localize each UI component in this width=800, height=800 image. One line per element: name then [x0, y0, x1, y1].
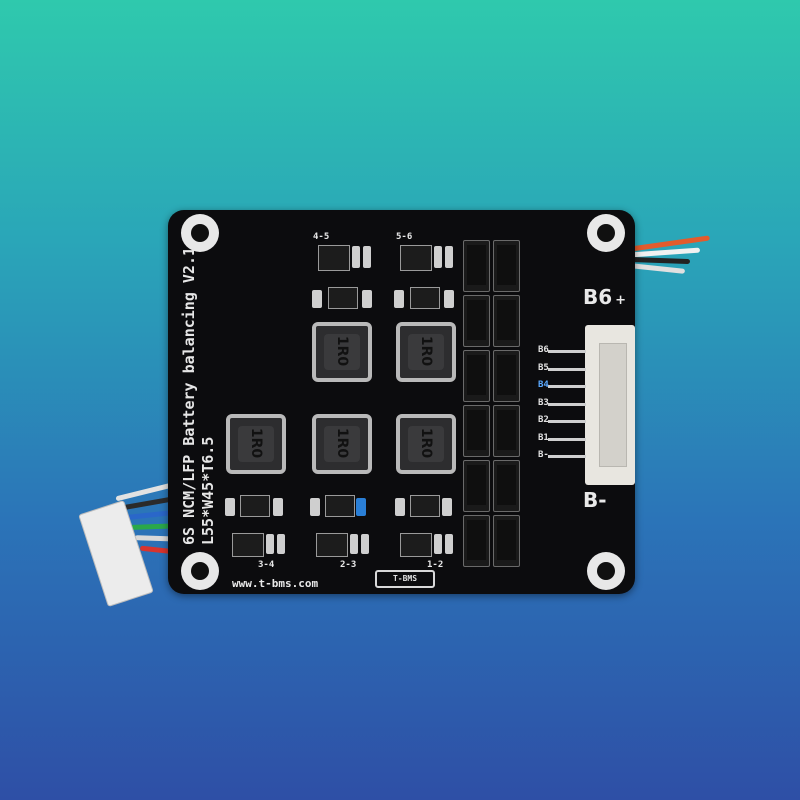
pin-label: B4 [538, 380, 549, 390]
channel-label: 2-3 [340, 560, 357, 570]
capacitor [312, 290, 322, 308]
mounting-hole-bottom-right [587, 552, 625, 590]
connector-pin [548, 438, 586, 441]
pin-label: B5 [538, 363, 549, 373]
inductor-marking: 1R0 [334, 335, 350, 367]
capacitor [273, 498, 283, 516]
ic-chip [316, 533, 348, 557]
channel-label: 5-6 [396, 232, 413, 242]
channel-label: 3-4 [258, 560, 275, 570]
inductor-marking: 1R0 [248, 427, 264, 459]
ic-chip [325, 495, 355, 517]
pcb-board [168, 210, 635, 594]
connector-pin [548, 403, 586, 406]
mosfet [493, 460, 520, 512]
mosfet [463, 405, 490, 457]
inductor: 1R0 [312, 322, 372, 382]
resistor [350, 534, 358, 554]
capacitor [394, 290, 404, 308]
mounting-hole-bottom-left [181, 552, 219, 590]
inductor-marking: 1R0 [418, 427, 434, 459]
inductor: 1R0 [312, 414, 372, 474]
capacitor [442, 498, 452, 516]
ic-chip [318, 245, 350, 271]
pin-label: B3 [538, 398, 549, 408]
pin-label: B6 [538, 345, 549, 355]
brand-logo: T-BMS [375, 570, 435, 588]
terminal-positive-text: B6 [583, 285, 613, 309]
mounting-hole-top-right [587, 214, 625, 252]
capacitor [444, 290, 454, 308]
inductor: 1R0 [396, 414, 456, 474]
resistor [363, 246, 371, 268]
capacitor [225, 498, 235, 516]
channel-label: 4-5 [313, 232, 330, 242]
terminal-negative-label: B- [583, 488, 607, 512]
connector-pin [548, 385, 586, 388]
capacitor [395, 498, 405, 516]
mosfet [463, 350, 490, 402]
mosfet [493, 240, 520, 292]
resistor [434, 246, 442, 268]
mosfet [493, 515, 520, 567]
connector-pin [548, 420, 586, 423]
pin-label: B2 [538, 415, 549, 425]
resistor [361, 534, 369, 554]
ic-chip [400, 533, 432, 557]
connector-pin [548, 368, 586, 371]
pin-label: B- [538, 450, 549, 460]
mosfet [493, 350, 520, 402]
channel-label: 1-2 [427, 560, 444, 570]
inductor-marking: 1R0 [334, 427, 350, 459]
resistor [445, 534, 453, 554]
resistor [266, 534, 274, 554]
pin-label: B1 [538, 433, 549, 443]
board-title-silkscreen: 6S NCM/LFP Battery balancing V2.1 L55*W4… [180, 247, 218, 545]
website-silkscreen: www.t-bms.com [232, 577, 319, 590]
mosfet [493, 405, 520, 457]
mosfet [463, 295, 490, 347]
connector-pin [548, 350, 586, 353]
resistor [445, 246, 453, 268]
wire [629, 263, 686, 274]
ic-chip [400, 245, 432, 271]
balance-connector [585, 325, 635, 485]
capacitor [362, 290, 372, 308]
mosfet [463, 515, 490, 567]
ic-chip [240, 495, 270, 517]
inductor: 1R0 [226, 414, 286, 474]
capacitor [356, 498, 366, 516]
ic-chip [232, 533, 264, 557]
resistor [352, 246, 360, 268]
wire [629, 256, 691, 265]
terminal-positive-label: B6+ [583, 285, 626, 309]
inductor-marking: 1R0 [418, 335, 434, 367]
mosfet [493, 295, 520, 347]
ic-chip [410, 495, 440, 517]
inductor: 1R0 [396, 322, 456, 382]
mosfet [463, 460, 490, 512]
resistor [434, 534, 442, 554]
mosfet [463, 240, 490, 292]
mounting-hole-top-left [181, 214, 219, 252]
board-size-line: L55*W45*T6.5 [199, 436, 217, 545]
connector-pin [548, 455, 586, 458]
capacitor [310, 498, 320, 516]
ic-chip [328, 287, 358, 309]
terminal-positive-sign: + [615, 293, 627, 308]
ic-chip [410, 287, 440, 309]
resistor [277, 534, 285, 554]
board-title-line: 6S NCM/LFP Battery balancing V2.1 [180, 246, 198, 545]
